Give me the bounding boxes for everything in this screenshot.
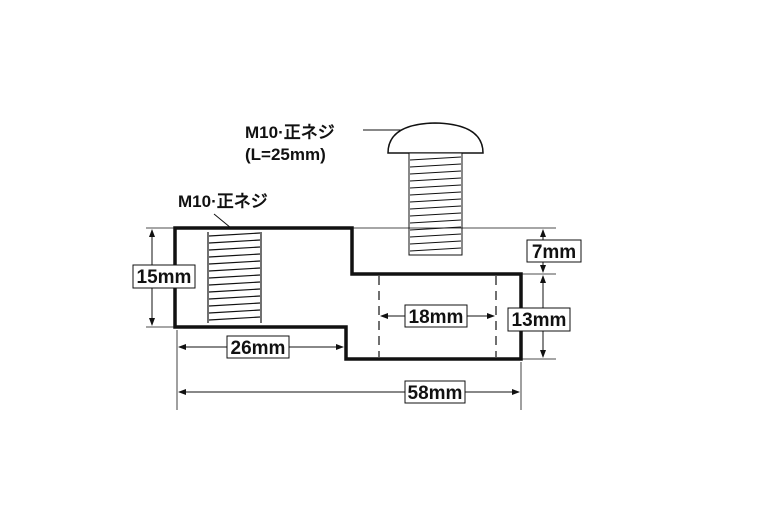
dim-15-label: 15mm [137,267,192,288]
bolt-shank [408,152,463,256]
dim-26-label: 26mm [231,338,286,359]
extension-lines [146,227,556,410]
through-hole-dashed [378,276,497,357]
bolt-thread [409,156,462,252]
dim-13: 13mm [507,307,571,332]
dim-58: 58mm [404,380,466,404]
dim-13-label: 13mm [512,310,567,331]
threaded-hole [207,232,262,323]
bolt-head [387,122,484,154]
dim-7-label: 7mm [532,242,576,263]
bolt [387,122,484,256]
dim-15: 15mm [132,264,196,289]
dim-58-label: 58mm [408,383,463,404]
dim-18-label: 18mm [409,307,464,328]
dim-18: 18mm [404,304,468,328]
dim-7: 7mm [526,239,582,263]
bolt-spec-label: M10·正ネジ [245,123,335,142]
dim-26: 26mm [226,335,290,359]
hole-leader-line [213,213,232,229]
bolt-length-label: (L=25mm) [245,145,326,164]
hole-spec-label: M10·正ネジ [178,192,268,211]
